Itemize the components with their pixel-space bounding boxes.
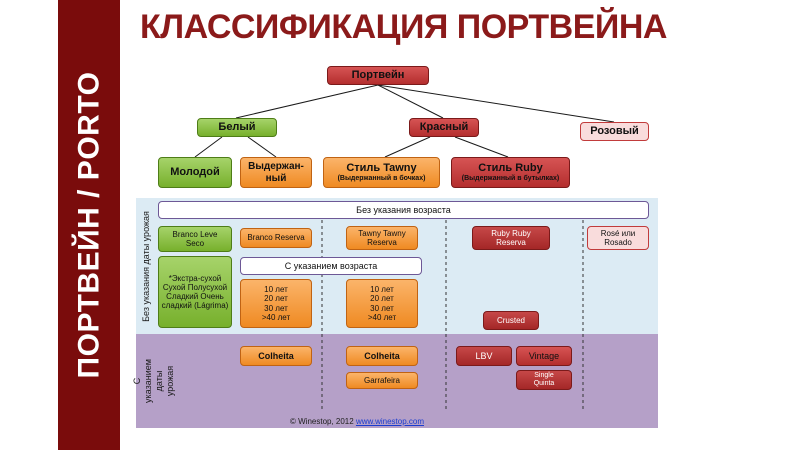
box-rose-rosado: Rosé или Rosado	[587, 226, 649, 250]
line-white-aged	[247, 136, 277, 158]
line-red-ruby	[454, 136, 509, 158]
node-red: Красный	[409, 118, 479, 137]
node-tawny-style: Стиль Tawny (Выдержанный в бочках)	[323, 157, 440, 188]
line-root-red	[377, 84, 444, 119]
box-white-ages: 10 лет 20 лет 30 лет >40 лет	[240, 279, 312, 328]
header-with-age: С указанием возраста	[240, 257, 422, 275]
node-ruby-style: Стиль Ruby (Выдержанный в бутылках)	[451, 157, 570, 188]
box-tawny-ages: 10 лет 20 лет 30 лет >40 лет	[346, 279, 418, 328]
box-branco-leve-seco: Branco Leve Seco	[158, 226, 232, 252]
copyright-text: © Winestop, 2012	[290, 417, 354, 426]
box-tawny-reserva: Tawny Tawny Reserva	[346, 226, 418, 250]
node-port: Портвейн	[327, 66, 429, 85]
page-title: КЛАССИФИКАЦИЯ ПОРТВЕЙНА	[140, 8, 667, 46]
node-young: Молодой	[158, 157, 232, 188]
node-rose: Розовый	[580, 122, 649, 141]
box-lbv: LBV	[456, 346, 512, 366]
box-crusted: Crusted	[483, 311, 539, 330]
copyright-footer: © Winestop, 2012 www.winestop.com	[290, 417, 424, 426]
box-colheita-tawny: Colheita	[346, 346, 418, 366]
line-root-white	[235, 84, 379, 119]
box-garrafeira: Garrafeira	[346, 372, 418, 389]
box-colheita-white: Colheita	[240, 346, 312, 366]
sidebar-band	[58, 0, 120, 450]
winestop-link[interactable]: www.winestop.com	[355, 417, 424, 426]
header-no-age: Без указания возраста	[158, 201, 649, 219]
box-vintage: Vintage	[516, 346, 572, 366]
node-aged: Выдержан-ный	[240, 157, 312, 188]
box-branco-reserva: Branco Reserva	[240, 228, 312, 248]
box-single-quinta: Single Quinta	[516, 370, 572, 390]
line-white-young	[194, 136, 223, 158]
box-white-sweetness: *Экстра-сухой Сухой Полусухой Сладкий Оч…	[158, 256, 232, 328]
line-root-rose	[377, 84, 615, 123]
box-ruby-reserva: Ruby Ruby Reserva	[472, 226, 550, 250]
line-red-tawny	[384, 136, 431, 158]
node-white: Белый	[197, 118, 277, 137]
